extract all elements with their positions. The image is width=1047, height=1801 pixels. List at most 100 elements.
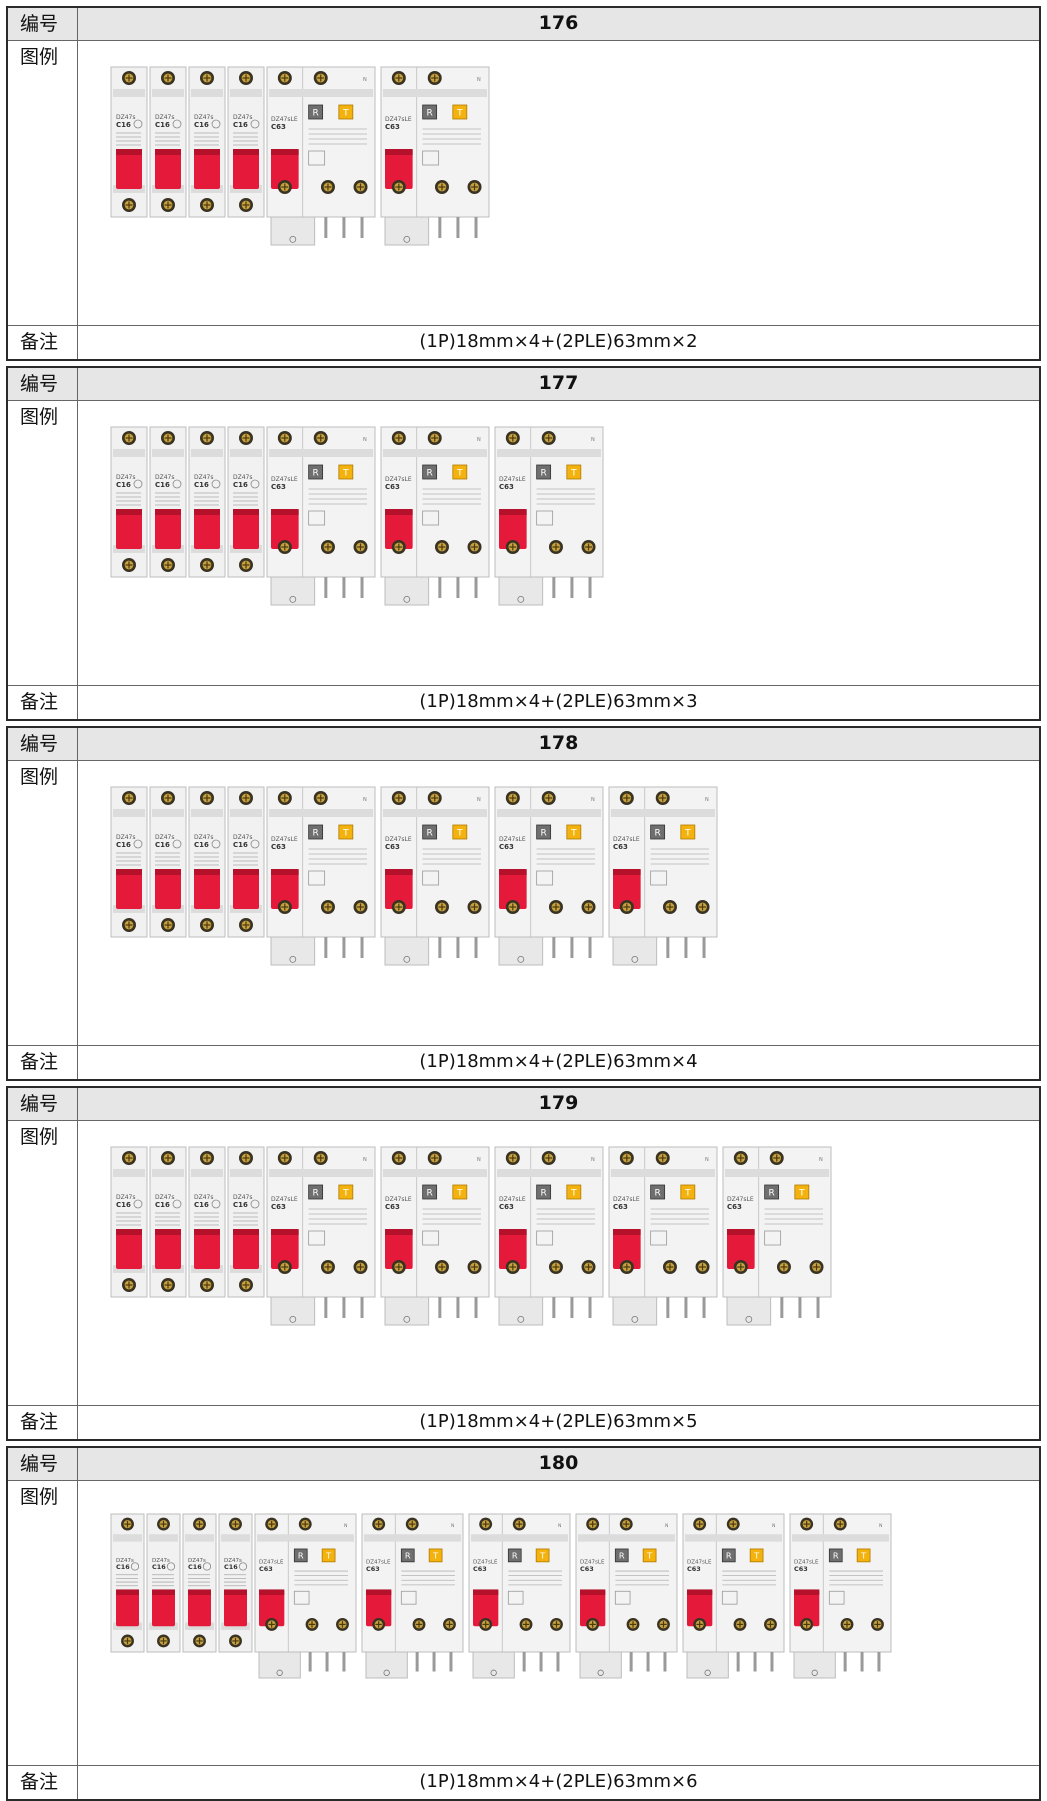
note-row: 备注 (1P)18mm×4+(2PLE)63mm×6 bbox=[8, 1766, 1039, 1799]
terminal-pin bbox=[325, 1652, 329, 1672]
reset-key bbox=[422, 824, 438, 840]
terminal-pin bbox=[456, 937, 460, 958]
reset-key bbox=[614, 1548, 629, 1563]
mcb-model-text: DZ47s bbox=[116, 1194, 136, 1201]
rcbo-rating-text: C63 bbox=[499, 483, 514, 491]
test-key-text: T bbox=[456, 109, 463, 119]
reset-key-text: R bbox=[512, 1551, 518, 1561]
reset-key bbox=[308, 1184, 324, 1200]
terminal-pin bbox=[360, 577, 364, 598]
terminal-block bbox=[498, 1296, 544, 1326]
note-label: 备注 bbox=[8, 1046, 78, 1079]
terminal-block bbox=[384, 936, 430, 966]
reset-key bbox=[721, 1548, 736, 1563]
rcbo-rating-text: C63 bbox=[271, 1203, 286, 1211]
test-key bbox=[452, 1184, 468, 1200]
toggle-handle bbox=[687, 1589, 713, 1627]
neutral-mark: N bbox=[705, 1157, 709, 1163]
item-number: 180 bbox=[538, 1452, 579, 1474]
breaker-assembly-image: DZ47sC16DZ47sC16DZ47sC16DZ47sC16NDZ47sLE… bbox=[110, 426, 604, 606]
rcbo-rating-text: C63 bbox=[366, 1565, 380, 1573]
toggle-handle bbox=[794, 1589, 820, 1627]
note-row: 备注 (1P)18mm×4+(2PLE)63mm×5 bbox=[8, 1406, 1039, 1439]
toggle-handle bbox=[499, 1229, 527, 1269]
note-label: 备注 bbox=[8, 1766, 78, 1799]
toggle-handle bbox=[233, 149, 259, 189]
mcb-model-text: DZ47s bbox=[155, 474, 175, 481]
breaker-assembly-image: DZ47sC16DZ47sC16DZ47sC16DZ47sC16NDZ47sLE… bbox=[110, 66, 490, 246]
test-key-text: T bbox=[684, 829, 691, 839]
item-number: 177 bbox=[538, 372, 579, 394]
test-key bbox=[428, 1548, 443, 1563]
header-row: 编号 179 bbox=[8, 1088, 1039, 1121]
terminal-pin bbox=[342, 1297, 346, 1318]
toggle-handle bbox=[613, 869, 641, 909]
reset-key-text: R bbox=[298, 1551, 304, 1561]
reset-key-text: R bbox=[313, 469, 319, 479]
rcbo-rating-text: C63 bbox=[794, 1565, 808, 1573]
terminal-pin bbox=[588, 1297, 592, 1318]
terminal-pin bbox=[552, 577, 556, 598]
terminal-pin bbox=[684, 1297, 688, 1318]
mcb-model-text: DZ47s bbox=[194, 114, 214, 121]
test-key-text: T bbox=[570, 469, 577, 479]
number-label: 编号 bbox=[8, 8, 78, 40]
test-key bbox=[338, 104, 354, 120]
reset-key bbox=[400, 1548, 415, 1563]
mcb-model-text: DZ47s bbox=[233, 474, 253, 481]
terminal-block bbox=[365, 1651, 408, 1679]
rcbo-rating-text: C63 bbox=[271, 483, 286, 491]
terminal-pin bbox=[456, 217, 460, 238]
reset-key bbox=[764, 1184, 780, 1200]
figure-label: 图例 bbox=[8, 761, 78, 1045]
terminal-pin bbox=[324, 217, 328, 238]
terminal-pin bbox=[342, 217, 346, 238]
terminal-pin bbox=[324, 1297, 328, 1318]
test-key-text: T bbox=[325, 1551, 332, 1561]
test-key-text: T bbox=[342, 109, 349, 119]
terminal-pin bbox=[432, 1652, 436, 1672]
toggle-handle bbox=[271, 149, 299, 189]
terminal-pin bbox=[702, 1297, 706, 1318]
neutral-mark: N bbox=[363, 797, 367, 803]
reset-key-text: R bbox=[427, 1189, 433, 1199]
reset-key bbox=[422, 104, 438, 120]
note-label: 备注 bbox=[8, 686, 78, 719]
terminal-pin bbox=[570, 937, 574, 958]
note-text: (1P)18mm×4+(2PLE)63mm×5 bbox=[419, 1411, 698, 1432]
rcbo-rating-text: C63 bbox=[580, 1565, 594, 1573]
mcb-rating-text: C16 bbox=[155, 841, 170, 849]
test-key bbox=[680, 1184, 696, 1200]
item-number: 179 bbox=[538, 1092, 579, 1114]
test-key bbox=[452, 104, 468, 120]
reset-key bbox=[308, 104, 324, 120]
breaker-assembly-image: DZ47sC16DZ47sC16DZ47sC16DZ47sC16NDZ47sLE… bbox=[110, 1513, 892, 1679]
rcbo-rating-text: C63 bbox=[727, 1203, 742, 1211]
terminal-pin bbox=[570, 577, 574, 598]
mcb-rating-text: C16 bbox=[116, 1563, 130, 1571]
rcbo-rating-text: C63 bbox=[385, 483, 400, 491]
toggle-handle bbox=[385, 149, 413, 189]
rcbo-model-text: DZ47sLE bbox=[259, 1560, 284, 1566]
reset-key bbox=[650, 824, 666, 840]
mcb-rating-text: C16 bbox=[233, 841, 248, 849]
terminal-pin bbox=[308, 1652, 312, 1672]
rcbo-rating-text: C63 bbox=[271, 843, 286, 851]
mcb-rating-text: C16 bbox=[233, 1201, 248, 1209]
terminal-pin bbox=[539, 1652, 543, 1672]
toggle-handle bbox=[188, 1589, 211, 1627]
toggle-handle bbox=[259, 1589, 285, 1627]
